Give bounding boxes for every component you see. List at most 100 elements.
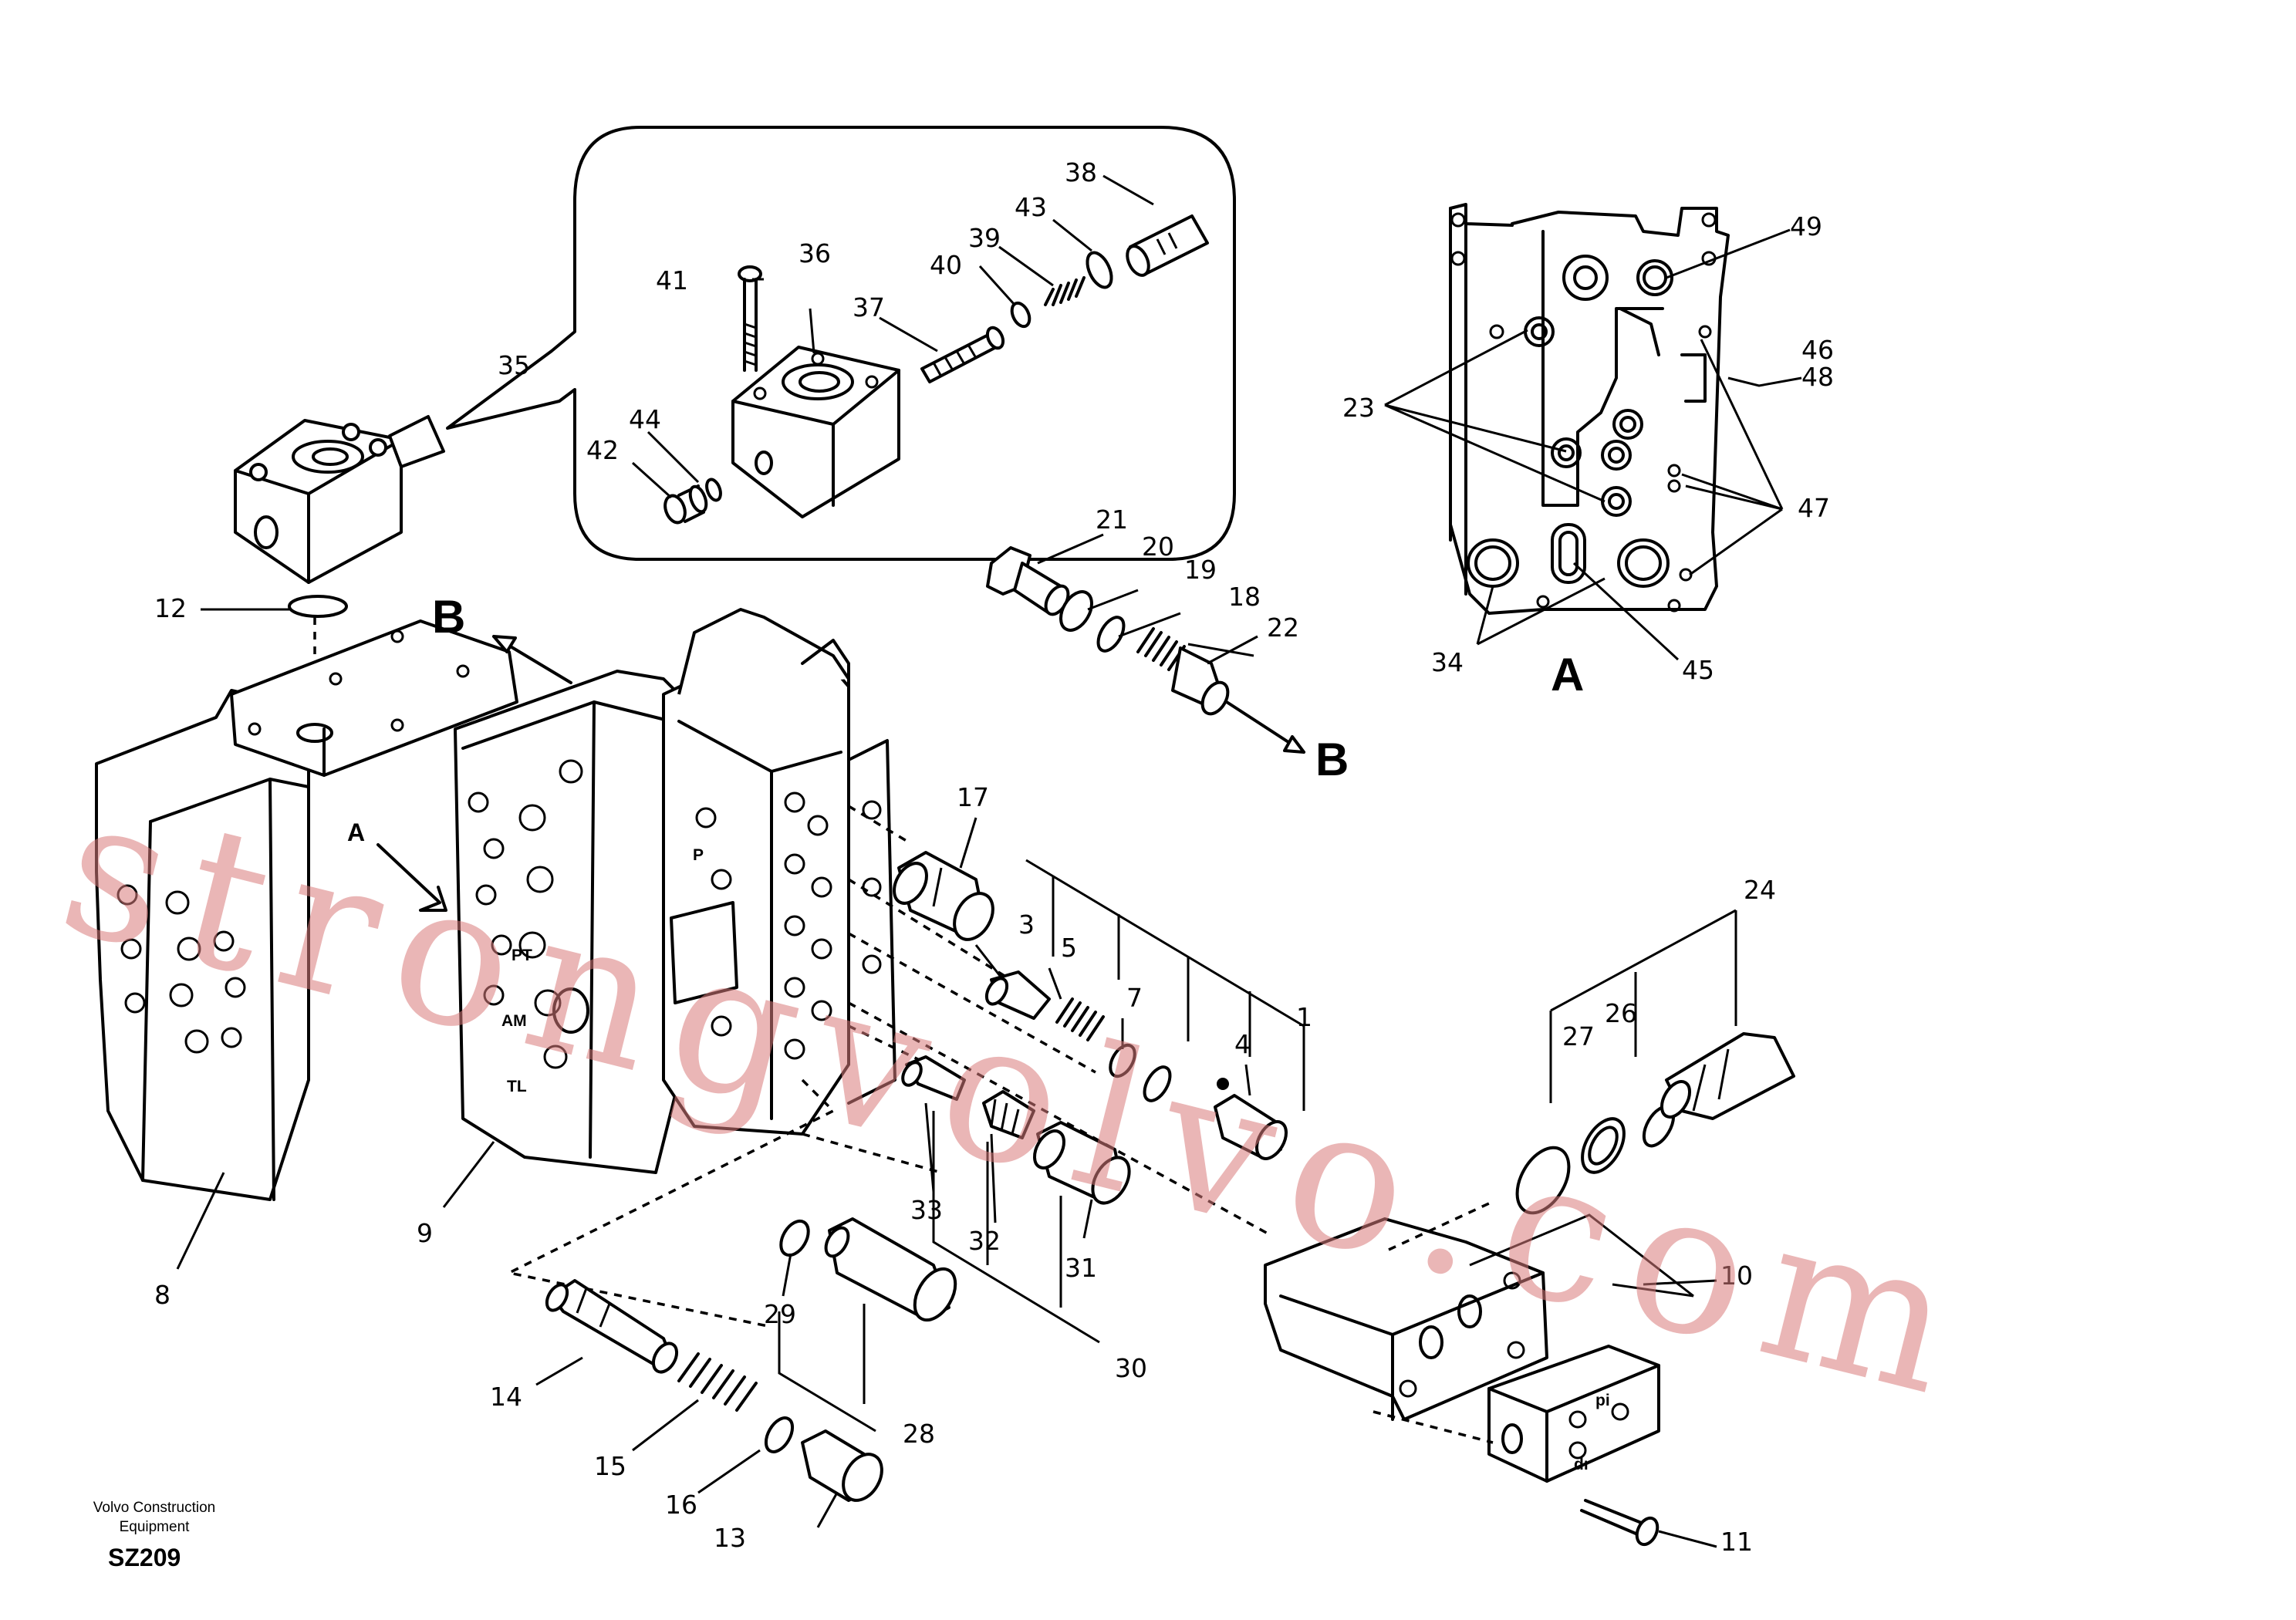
callout-19: 19 — [1184, 555, 1217, 585]
callout-40: 40 — [930, 250, 962, 280]
callout-22: 22 — [1267, 613, 1299, 643]
part-32-spring-retainer — [982, 1090, 1035, 1139]
footer-manufacturer-line2: Equipment — [120, 1519, 191, 1535]
callout-30: 30 — [1115, 1353, 1147, 1383]
part-33-sleeve — [901, 1055, 966, 1101]
callout-39: 39 — [968, 223, 1001, 253]
part-35-solenoid-block — [234, 415, 445, 584]
callout-34: 34 — [1431, 647, 1464, 677]
part-8-end-section — [95, 689, 310, 1201]
callout-7: 7 — [1126, 983, 1143, 1013]
callout-44: 44 — [629, 404, 661, 434]
callout-10: 10 — [1720, 1261, 1753, 1291]
callout-5: 5 — [1061, 933, 1077, 963]
part-5-spring — [1055, 997, 1105, 1041]
callout-20: 20 — [1142, 532, 1174, 562]
callout-47: 47 — [1798, 493, 1830, 523]
callout-48: 48 — [1801, 362, 1834, 392]
part-39-spring — [1044, 276, 1086, 306]
part-40-ring — [1010, 301, 1032, 329]
callout-33: 33 — [910, 1195, 943, 1225]
part-41-bolt — [738, 265, 762, 372]
part-18-spring — [1136, 627, 1186, 671]
port-marking-p: P — [693, 846, 704, 864]
detail-callout-bubble — [446, 126, 1236, 561]
part-29-oring — [779, 1219, 810, 1257]
part-25-oring — [1515, 1146, 1571, 1215]
callout-29: 29 — [764, 1299, 796, 1329]
callout-46: 46 — [1801, 335, 1834, 365]
callout-38: 38 — [1065, 157, 1097, 187]
callout-3: 3 — [1018, 910, 1035, 940]
part-27-washer — [1581, 1117, 1626, 1174]
callout-12: 12 — [154, 593, 187, 623]
part-11-bolt — [1580, 1499, 1660, 1547]
callout-18: 18 — [1228, 582, 1261, 612]
callout-24: 24 — [1744, 875, 1776, 905]
part-42-plug — [663, 484, 708, 525]
part-7-ring — [1143, 1065, 1172, 1102]
port-marking-pi: pi — [1595, 1392, 1610, 1409]
part-16-oring — [764, 1416, 795, 1453]
callout-36: 36 — [799, 238, 831, 268]
callout-26: 26 — [1605, 998, 1637, 1028]
part-44-oring — [705, 478, 722, 502]
part-3-poppet — [984, 970, 1051, 1020]
part-14-spool — [545, 1279, 679, 1374]
port-marking-tl: TL — [507, 1078, 527, 1095]
callout-13: 13 — [714, 1523, 746, 1553]
view-marker-b-right: B — [1315, 734, 1349, 785]
callout-1: 1 — [1296, 1002, 1312, 1032]
port-marking-pt: PT — [512, 947, 532, 964]
callout-21: 21 — [1096, 505, 1128, 535]
footer-manufacturer-line1: Volvo Construction — [93, 1500, 215, 1516]
callout-31: 31 — [1065, 1253, 1097, 1283]
callout-11: 11 — [1720, 1527, 1753, 1557]
callout-49: 49 — [1790, 211, 1822, 241]
callout-4: 4 — [1234, 1029, 1251, 1059]
callout-42: 42 — [586, 435, 619, 465]
view-marker-b-top: B — [432, 591, 465, 643]
callout-9: 9 — [417, 1218, 433, 1248]
callout-28: 28 — [903, 1419, 935, 1449]
part-valve-face-section — [662, 658, 850, 1136]
part-22-poppet — [1171, 646, 1230, 716]
callout-32: 32 — [968, 1226, 1001, 1256]
port-marking-dr: dr — [1574, 1456, 1590, 1473]
part-19-oring — [1096, 616, 1126, 653]
part-6-ring — [1109, 1043, 1136, 1078]
view-marker-a-view: A — [1551, 649, 1584, 700]
callout-23: 23 — [1342, 393, 1375, 423]
part-8-top-cover — [230, 619, 518, 777]
callout-43: 43 — [1015, 192, 1047, 222]
callout-27: 27 — [1562, 1021, 1595, 1051]
callout-16: 16 — [665, 1490, 697, 1520]
callout-17: 17 — [957, 782, 989, 812]
part-38-plug — [1126, 214, 1209, 277]
callout-14: 14 — [490, 1382, 522, 1412]
part-2-ball — [1217, 1078, 1229, 1090]
footer-drawing-code: SZ209 — [108, 1544, 181, 1571]
part-37-spool — [920, 326, 1005, 383]
callout-35: 35 — [498, 350, 530, 380]
part-10-end-cover — [1264, 1217, 1548, 1421]
callout-8: 8 — [154, 1280, 171, 1310]
view-marker-a-main: A — [347, 818, 365, 846]
part-valve-rear-housing — [677, 608, 896, 1105]
part-4-plug — [1214, 1094, 1288, 1160]
part-24-sensor-valve — [1660, 1032, 1795, 1120]
callout-15: 15 — [594, 1451, 626, 1481]
part-15-spring — [677, 1352, 758, 1412]
part-17-relief-valve — [893, 851, 994, 941]
part-pilot-block — [1487, 1345, 1660, 1483]
view-a-plate — [1449, 203, 1730, 615]
part-12-oring — [288, 595, 348, 618]
part-43-oring — [1086, 251, 1113, 289]
part-9-valve-section — [454, 670, 680, 1174]
part-20-washer — [1059, 590, 1093, 632]
port-marking-am: AM — [501, 1012, 527, 1030]
callout-41: 41 — [656, 265, 688, 295]
view-arrow-a — [376, 843, 447, 912]
